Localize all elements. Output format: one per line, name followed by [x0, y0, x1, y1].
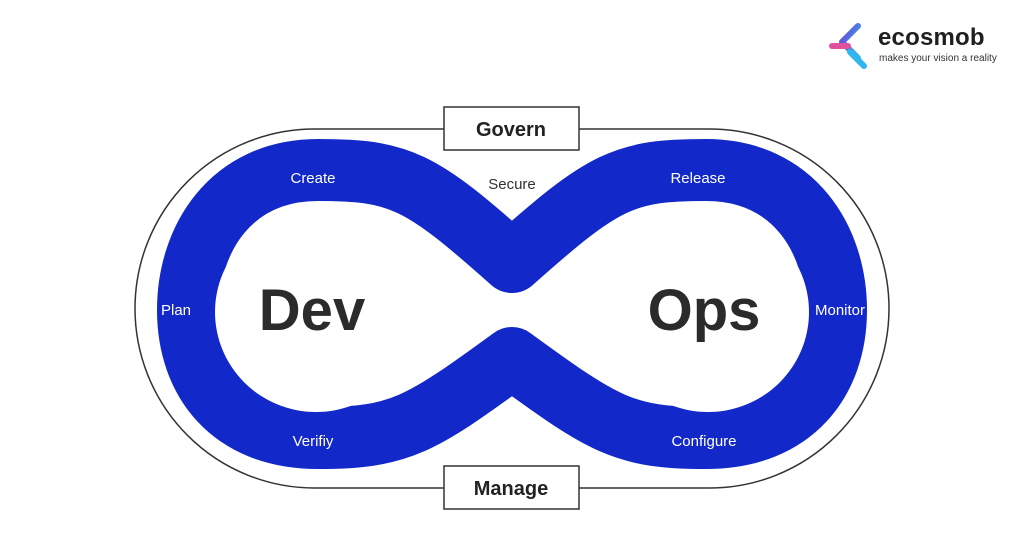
- stage-package: Package: [483, 302, 541, 319]
- brand-logo: ecosmob makes your vision a reality: [828, 22, 1008, 72]
- ops-title: Ops: [648, 278, 761, 343]
- brand-tagline: makes your vision a reality: [879, 53, 997, 64]
- ops-inner-circle: [607, 212, 809, 412]
- dev-title: Dev: [259, 278, 365, 343]
- stage-configure: Configure: [671, 433, 736, 450]
- infinity-loop: [157, 139, 867, 469]
- brand-name: ecosmob: [878, 24, 985, 51]
- manage-box: [443, 465, 580, 510]
- stage-create: Create: [290, 170, 335, 187]
- dev-inner-circle: [215, 212, 417, 412]
- govern-box: [443, 106, 580, 151]
- stage-monitor: Monitor: [815, 302, 865, 319]
- manage-label: Manage: [474, 478, 548, 500]
- stage-release: Release: [670, 170, 725, 187]
- stage-plan: Plan: [161, 302, 191, 319]
- stage-verify: Verifiy: [293, 433, 334, 450]
- govern-label: Govern: [476, 119, 546, 141]
- stage-secure: Secure: [488, 176, 536, 193]
- ecosmob-logo-icon: [829, 23, 867, 69]
